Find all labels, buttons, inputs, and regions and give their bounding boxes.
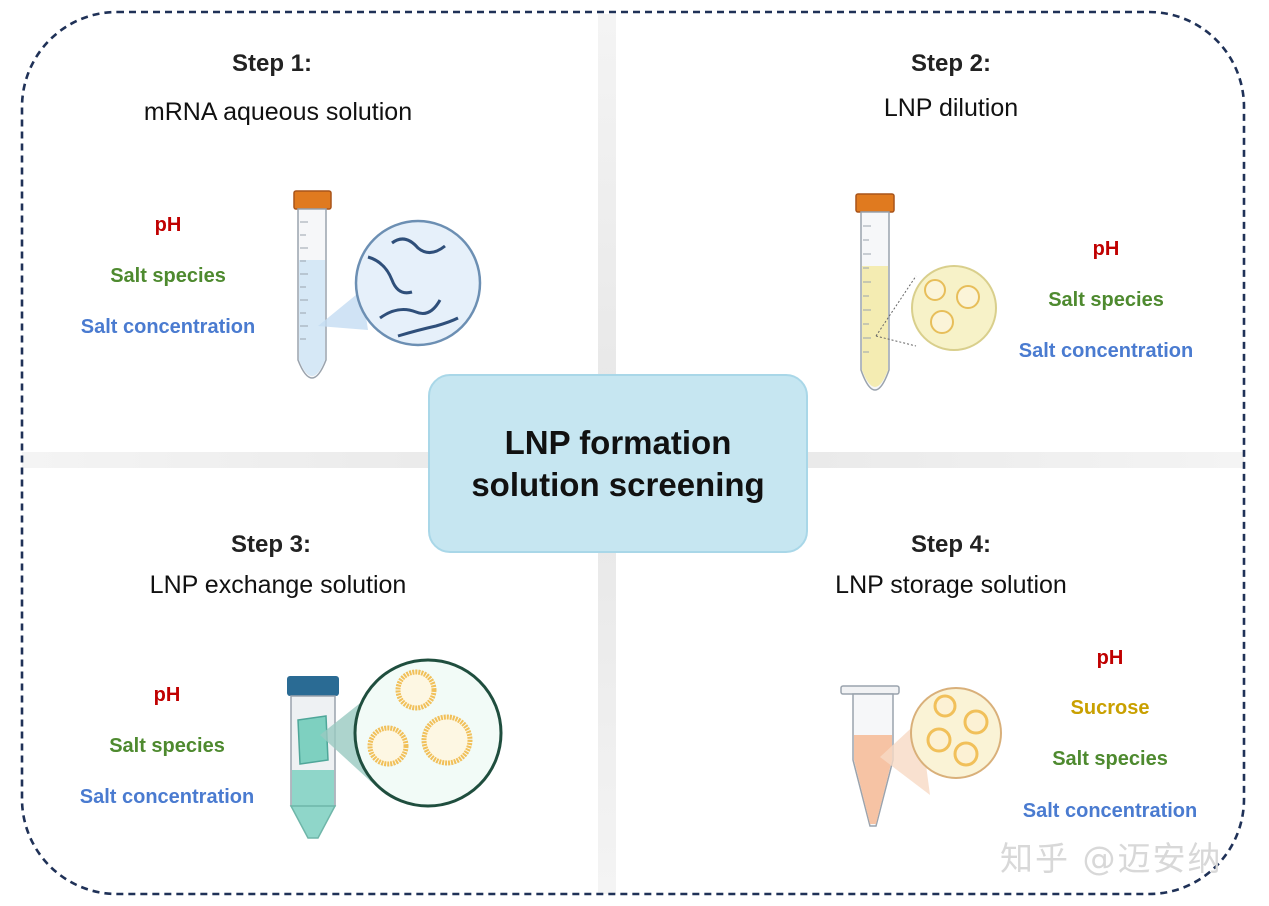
center-title: LNP formation solution screening [471, 422, 764, 506]
falcon-tube-icon [293, 190, 368, 379]
step2-title: Step 2: [910, 50, 992, 77]
step3-param-salt-species: Salt species [109, 735, 225, 757]
mrna-magnifier-icon [354, 219, 482, 347]
step2-param-salt-concentration: Salt concentration [1018, 340, 1194, 362]
step1-param-salt-species: Salt species [110, 265, 226, 287]
step3-param-salt-concentration: Salt concentration [79, 786, 255, 808]
step4-param-sucrose: Sucrose [1070, 697, 1150, 719]
step1-param-ph: pH [154, 214, 182, 236]
step1-param-salt-concentration: Salt concentration [80, 316, 256, 338]
step4-subtitle: LNP storage solution [835, 571, 1067, 599]
step3-title: Step 3: [230, 531, 312, 558]
watermark: 知乎 @迈安纳 [1000, 839, 1223, 878]
step4-title: Step 4: [910, 531, 992, 558]
step2-subtitle: LNP dilution [883, 94, 1019, 122]
step4-param-salt-species: Salt species [1052, 748, 1168, 770]
step2-param-ph: pH [1092, 238, 1120, 260]
lnp-magnifier-large-icon [353, 658, 503, 808]
step3-param-ph: pH [153, 684, 181, 706]
step3-subtitle: LNP exchange solution [149, 571, 407, 599]
step1-subtitle: mRNA aqueous solution [143, 98, 413, 126]
center-title-line1: LNP formation [504, 423, 732, 461]
center-title-box: LNP formation solution screening [428, 374, 808, 553]
lnp-magnifier-icon [911, 265, 997, 351]
step1-title: Step 1: [231, 50, 313, 77]
center-title-line2: solution screening [471, 465, 765, 503]
falcon-tube-yellow-icon [855, 193, 917, 391]
step4-param-ph: pH [1096, 647, 1124, 669]
step2-param-salt-species: Salt species [1048, 289, 1164, 311]
lnp-magnifier-peach-icon [910, 687, 1002, 779]
dashed-border [20, 10, 1246, 896]
step4-param-salt-concentration: Salt concentration [1022, 800, 1198, 822]
